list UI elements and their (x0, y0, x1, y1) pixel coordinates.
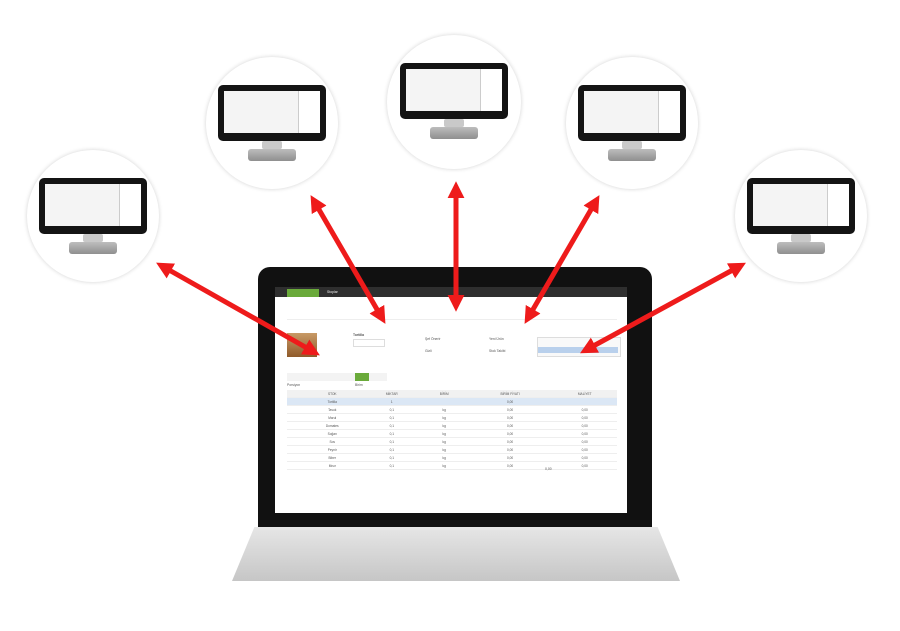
laptop-keyboard-deck (232, 527, 680, 587)
pos-terminal (578, 85, 686, 165)
subtab-bar (287, 373, 387, 381)
laptop: Stoplar Tortilla Şef Önerir Gizli Yeni Ü… (258, 267, 652, 529)
pos-terminal (218, 85, 326, 165)
toolbar (287, 301, 617, 320)
table-total: 0,00 (545, 467, 552, 471)
table-header: BİRİM FİYATI (467, 390, 553, 398)
table-header: MİKTAR (362, 390, 421, 398)
option-label: Yeni Ürün (489, 337, 504, 341)
product-image (287, 333, 317, 357)
pos-terminal (747, 178, 855, 258)
option-label: Gizli (425, 349, 432, 353)
pos-terminal-circle (206, 57, 338, 189)
pos-terminal (39, 178, 147, 258)
recipe-label: Porsiyon (287, 383, 301, 387)
tab-active[interactable] (287, 289, 319, 297)
pos-terminal-circle (387, 35, 521, 169)
table-header: STOK (301, 390, 363, 398)
table-header: BİRİM (420, 390, 468, 398)
option-label: Şef Önerir (425, 337, 441, 341)
unit-label: Birim (355, 383, 363, 387)
tab-stoplar[interactable]: Stoplar (327, 290, 338, 294)
mini-table-selected-row[interactable] (538, 347, 618, 353)
pos-terminal (400, 63, 508, 143)
option-label: Stok Takibi (489, 349, 506, 353)
pos-terminal-circle (735, 150, 867, 282)
table-header (287, 390, 302, 398)
pos-terminal-circle (27, 150, 159, 282)
laptop-screen: Stoplar Tortilla Şef Önerir Gizli Yeni Ü… (275, 287, 627, 513)
subtab-active[interactable] (355, 373, 369, 381)
recipe-table: STOK MİKTAR BİRİM BİRİM FİYATI MALİYET T… (287, 390, 617, 470)
product-name: Tortilla (353, 333, 365, 337)
name-field[interactable] (353, 339, 385, 347)
table-header: MALİYET (552, 390, 617, 398)
pos-terminal-circle (566, 57, 698, 189)
